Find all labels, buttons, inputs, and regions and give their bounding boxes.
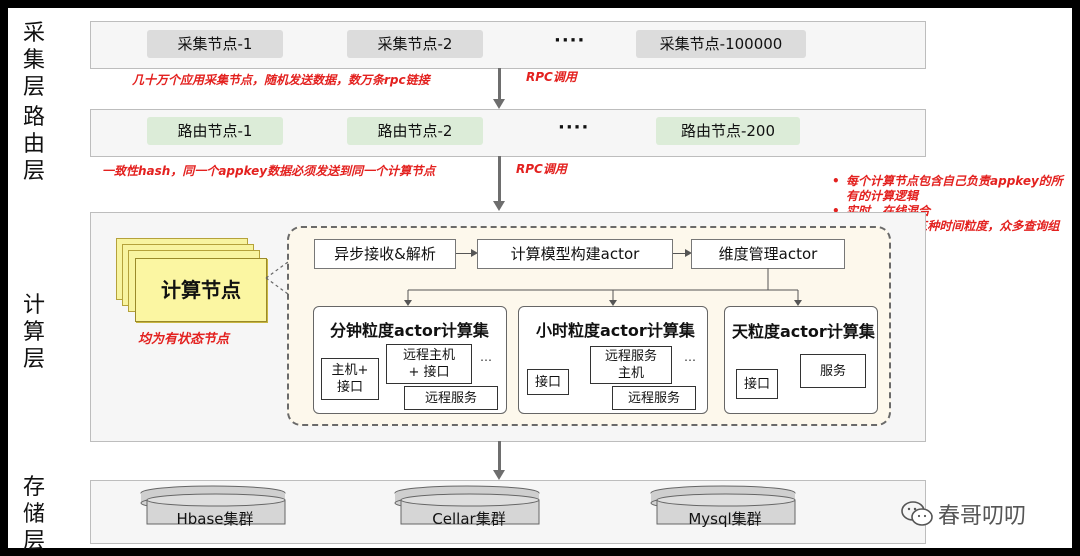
day-group-title: 天粒度actor计算集 [732, 322, 875, 341]
arrow-step1-to-step2 [456, 249, 478, 257]
compute-node-card: 计算节点 [135, 258, 267, 322]
arrow-collect-to-route [493, 68, 505, 109]
pipeline-step-receive-parse: 异步接收&解析 [314, 239, 456, 269]
mysql-cluster-label: Mysql集群 [688, 510, 762, 528]
rpc-call-label-1: RPC调用 [526, 70, 577, 84]
note-bullet-1: • 每个计算节点包含自己负责appkey的所有的计算逻辑 [830, 174, 1070, 204]
watermark-text: 春哥叨叨 [938, 504, 1027, 529]
minute-box-host-interface: 主机+ 接口 [321, 358, 379, 400]
layer-label-route: 路 由 层 [22, 105, 45, 184]
day-box-interface: 接口 [736, 369, 778, 399]
architecture-diagram: 采 集 层 路 由 层 计 算 层 存 储 层 采集节点-1 采集节点-2 ··… [8, 8, 1072, 554]
hour-box-remote-service-host: 远程服务 主机 [590, 346, 672, 384]
hour-box-remote-service: 远程服务 [612, 386, 696, 410]
route-node-200: 路由节点-200 [656, 117, 800, 145]
callout-connector [265, 261, 289, 295]
mysql-cluster-disk [650, 485, 796, 525]
collect-node-2: 采集节点-2 [347, 30, 483, 58]
bullet-dot: • [832, 204, 840, 218]
hour-group-title: 小时粒度actor计算集 [536, 321, 695, 340]
collect-ellipsis: ···· [554, 30, 586, 51]
hour-ellipsis: … [684, 350, 696, 364]
hbase-cluster-disk [140, 485, 286, 525]
hbase-cluster-label: Hbase集群 [176, 510, 254, 528]
collect-description: 几十万个应用采集节点，随机发送数据，数万条rpc链接 [132, 73, 430, 87]
rpc-call-label-2: RPC调用 [516, 162, 567, 176]
cellar-cluster-label: Cellar集群 [432, 510, 506, 528]
stateful-note: 均为有状态节点 [138, 332, 230, 347]
route-node-1: 路由节点-1 [147, 117, 283, 145]
pipeline-step-dimension-actor: 维度管理actor [691, 239, 845, 269]
minute-ellipsis: … [480, 350, 492, 364]
pipeline-step-model-actor: 计算模型构建actor [477, 239, 673, 269]
minute-box-remote-host-interface: 远程主机 + 接口 [386, 344, 472, 384]
fanout-connector [404, 268, 802, 306]
arrow-route-to-compute [493, 156, 505, 211]
minute-group-title: 分钟粒度actor计算集 [330, 321, 489, 340]
cellar-cluster-disk [394, 485, 540, 525]
collect-node-100000: 采集节点-100000 [636, 30, 806, 58]
arrow-compute-to-storage [493, 441, 505, 480]
collect-node-1: 采集节点-1 [147, 30, 283, 58]
hour-box-interface: 接口 [527, 369, 569, 395]
minute-box-remote-service: 远程服务 [404, 386, 498, 410]
arrow-step2-to-step3 [673, 249, 692, 257]
wechat-icon [901, 501, 933, 526]
day-box-service: 服务 [800, 354, 866, 388]
route-node-2: 路由节点-2 [347, 117, 483, 145]
note-bullet-1-text: 每个计算节点包含自己负责appkey的所有的计算逻辑 [846, 174, 1063, 203]
route-ellipsis: ···· [558, 117, 590, 138]
layer-label-storage: 存 储 层 [22, 475, 45, 554]
route-description: 一致性hash，同一个appkey数据必须发送到同一个计算节点 [102, 164, 436, 178]
bullet-dot: • [832, 174, 840, 188]
layer-label-compute: 计 算 层 [22, 293, 45, 372]
layer-label-collect: 采 集 层 [22, 21, 45, 100]
